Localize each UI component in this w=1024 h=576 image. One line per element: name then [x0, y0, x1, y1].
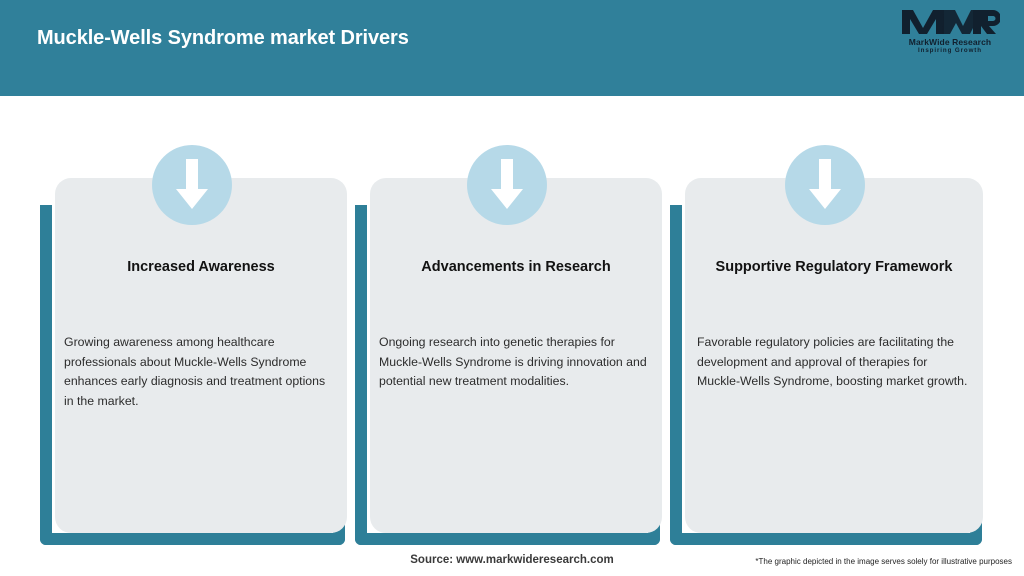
card-heading: Supportive Regulatory Framework: [715, 259, 953, 275]
source-label: Source: www.markwideresearch.com: [410, 554, 614, 566]
logo-company-name: MarkWide Research: [908, 37, 992, 47]
card-surface: Supportive Regulatory Framework Favorabl…: [685, 178, 983, 533]
driver-card-2[interactable]: Advancements in Research Ongoing researc…: [355, 145, 675, 545]
card-heading: Increased Awareness: [127, 259, 275, 275]
down-arrow-icon: [785, 145, 865, 225]
card-surface: Advancements in Research Ongoing researc…: [370, 178, 662, 533]
down-arrow-glyph: [176, 159, 208, 209]
down-arrow-icon: [467, 145, 547, 225]
logo: MarkWide Research Inspiring Growth: [894, 8, 1006, 56]
down-arrow-icon: [152, 145, 232, 225]
driver-card-3[interactable]: Supportive Regulatory Framework Favorabl…: [670, 145, 990, 545]
logo-tagline: Inspiring Growth: [918, 47, 982, 54]
disclaimer-note: *The graphic depicted in the image serve…: [755, 557, 1012, 566]
page-title: Muckle-Wells Syndrome market Drivers: [37, 27, 409, 49]
driver-card-1[interactable]: Increased Awareness Growing awareness am…: [40, 145, 360, 545]
card-surface: Increased Awareness Growing awareness am…: [55, 178, 347, 533]
card-heading: Advancements in Research: [421, 259, 611, 275]
mwr-logo-icon: [902, 10, 1000, 34]
down-arrow-glyph: [491, 159, 523, 209]
card-body-text: Growing awareness among healthcare profe…: [64, 335, 326, 408]
down-arrow-glyph: [809, 159, 841, 209]
card-body-text: Ongoing research into genetic therapies …: [379, 335, 647, 388]
header-bar: Muckle-Wells Syndrome market Drivers Mar…: [0, 0, 1024, 96]
card-body-text: Favorable regulatory policies are facili…: [697, 335, 968, 388]
